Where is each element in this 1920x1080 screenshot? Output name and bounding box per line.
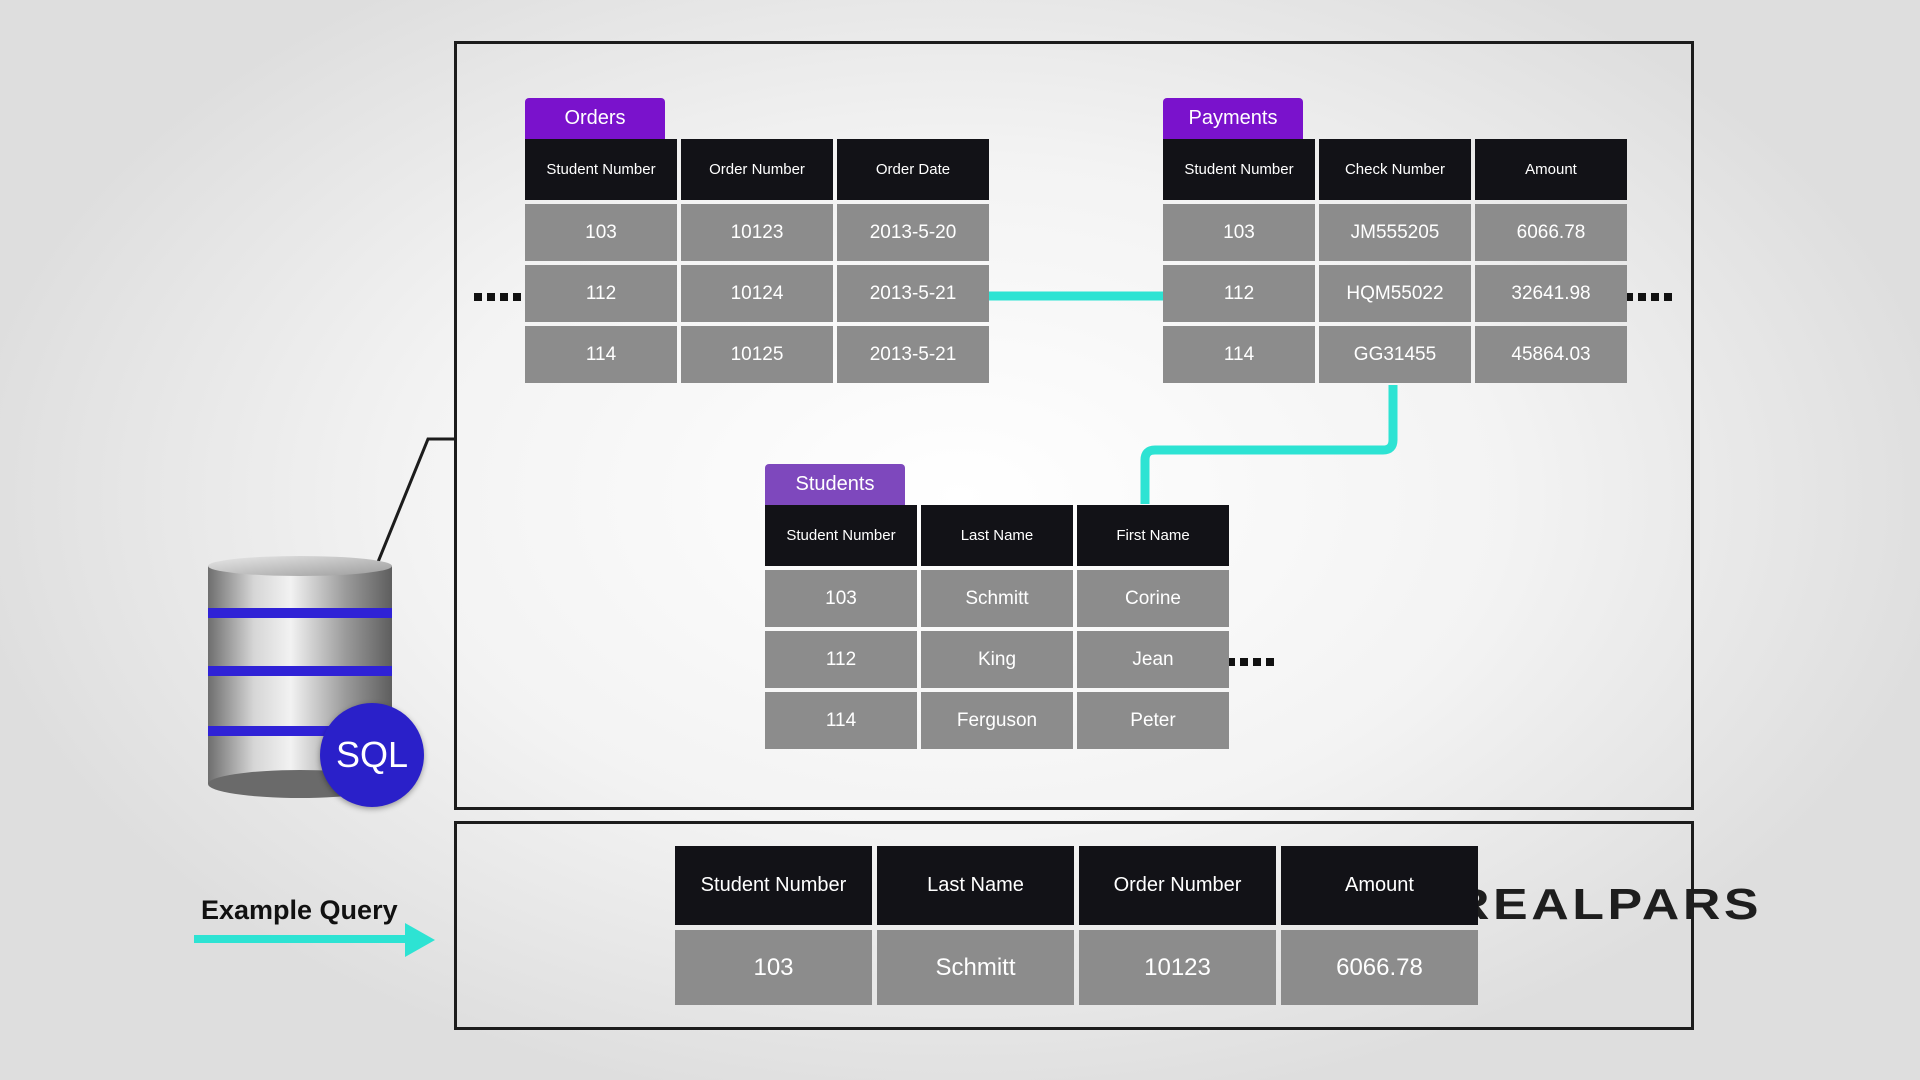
realpars-logo: REALPARS <box>1452 880 1763 929</box>
payments-table-cell: 103 <box>1163 204 1315 261</box>
students-header-cell: Student Number <box>765 505 917 566</box>
students-table-cell: Peter <box>1077 692 1229 749</box>
students-table-cell: Schmitt <box>921 570 1073 627</box>
result-table-cell: 10123 <box>1079 930 1276 1005</box>
students-table-cell: Corine <box>1077 570 1229 627</box>
sql-badge-label: SQL <box>335 734 409 775</box>
result-header-cell: Last Name <box>877 846 1074 925</box>
orders-table-cell: 2013-5-21 <box>837 326 989 383</box>
result-table-cell: Schmitt <box>877 930 1074 1005</box>
result-header-cell: Student Number <box>675 846 872 925</box>
orders-table-cell: 2013-5-21 <box>837 265 989 322</box>
payments-table-cell: 114 <box>1163 326 1315 383</box>
students-table-cell: Jean <box>1077 631 1229 688</box>
orders-table-cell: 114 <box>525 326 677 383</box>
students-table-cell: 103 <box>765 570 917 627</box>
result-header-cell: Amount <box>1281 846 1478 925</box>
orders-table-cell: 2013-5-20 <box>837 204 989 261</box>
payments-table-cell: 6066.78 <box>1475 204 1627 261</box>
payments-table-cell: 45864.03 <box>1475 326 1627 383</box>
students-table-cell: 114 <box>765 692 917 749</box>
payments-header-cell: Amount <box>1475 139 1627 200</box>
students-table-title: Students <box>765 464 905 505</box>
result-frame <box>454 821 1694 1030</box>
schema-frame <box>454 41 1694 810</box>
orders-header-cell: Student Number <box>525 139 677 200</box>
result-header-cell: Order Number <box>1079 846 1276 925</box>
orders-header-cell: Order Number <box>681 139 833 200</box>
orders-table-cell: 103 <box>525 204 677 261</box>
payments-students-link <box>1140 385 1398 504</box>
orders-header-cell: Order Date <box>837 139 989 200</box>
payments-table-cell: GG31455 <box>1319 326 1471 383</box>
result-table-cell: 6066.78 <box>1281 930 1478 1005</box>
students-table-cell: Ferguson <box>921 692 1073 749</box>
payments-header-cell: Check Number <box>1319 139 1471 200</box>
payments-table-cell: JM555205 <box>1319 204 1471 261</box>
query-arrow-head <box>405 923 435 957</box>
students-header-cell: Last Name <box>921 505 1073 566</box>
orders-table-cell: 10124 <box>681 265 833 322</box>
payments-table-cell: 112 <box>1163 265 1315 322</box>
result-table-cell: 103 <box>675 930 872 1005</box>
payments-header-cell: Student Number <box>1163 139 1315 200</box>
students-header-cell: First Name <box>1077 505 1229 566</box>
example-query-label: Example Query <box>201 895 398 925</box>
orders-table-title: Orders <box>525 98 665 139</box>
payments-table-title: Payments <box>1163 98 1303 139</box>
orders-table-cell: 10123 <box>681 204 833 261</box>
database-callout-line <box>376 437 455 563</box>
orders-table-cell: 112 <box>525 265 677 322</box>
payments-table-cell: HQM55022 <box>1319 265 1471 322</box>
payments-table-cell: 32641.98 <box>1475 265 1627 322</box>
students-table-cell: King <box>921 631 1073 688</box>
students-table-cell: 112 <box>765 631 917 688</box>
orders-table-cell: 10125 <box>681 326 833 383</box>
sql-badge: SQL <box>320 703 424 807</box>
